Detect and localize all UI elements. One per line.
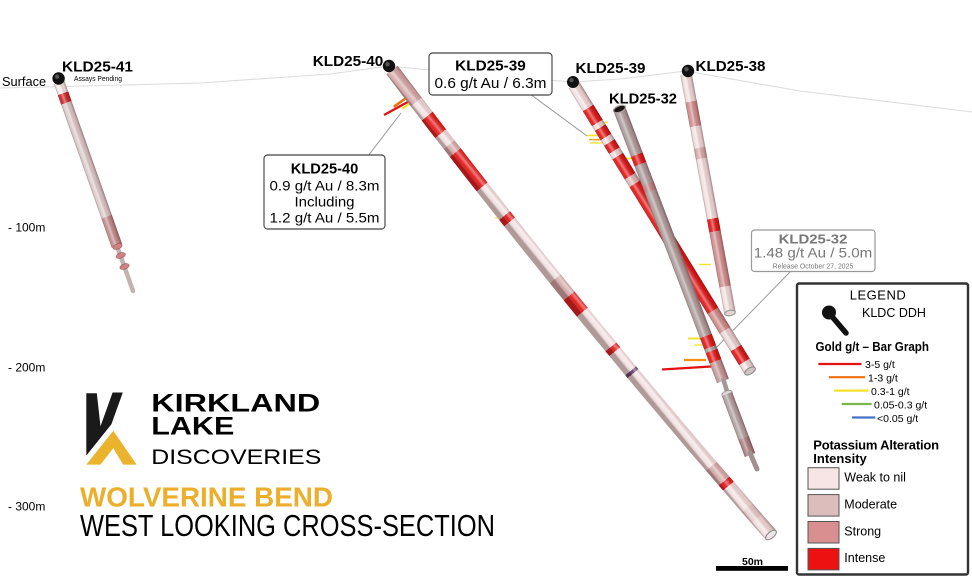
svg-text:0.6 g/t Au / 6.3m: 0.6 g/t Au / 6.3m	[435, 76, 547, 92]
svg-text:<0.05 g/t: <0.05 g/t	[877, 413, 918, 425]
svg-text:3-5 g/t: 3-5 g/t	[865, 359, 895, 371]
svg-text:1-3 g/t: 1-3 g/t	[868, 373, 898, 385]
svg-text:Gold g/t – Bar Graph: Gold g/t – Bar Graph	[816, 340, 930, 354]
svg-text:- 200m: - 200m	[8, 361, 45, 375]
svg-text:Release October 27, 2025: Release October 27, 2025	[773, 264, 854, 271]
svg-text:- 300m: - 300m	[8, 500, 45, 514]
svg-text:KLD25-40: KLD25-40	[291, 162, 359, 178]
svg-text:LEGEND: LEGEND	[850, 288, 906, 303]
svg-text:Including: Including	[295, 195, 355, 211]
svg-text:Moderate: Moderate	[844, 497, 897, 511]
svg-text:WEST LOOKING CROSS-SECTION: WEST LOOKING CROSS-SECTION	[80, 508, 495, 543]
svg-text:KLD25-39: KLD25-39	[576, 61, 646, 77]
svg-text:KLDC DDH: KLDC DDH	[862, 306, 926, 320]
svg-text:1.2 g/t Au / 5.5m: 1.2 g/t Au / 5.5m	[270, 211, 380, 227]
svg-text:50m: 50m	[742, 556, 763, 568]
svg-text:KLD25-40: KLD25-40	[313, 54, 384, 70]
svg-text:KLD25-32: KLD25-32	[609, 92, 677, 108]
svg-text:Assays Pending: Assays Pending	[74, 74, 122, 83]
svg-text:DISCOVERIES: DISCOVERIES	[151, 445, 321, 469]
svg-text:1.48 g/t Au / 5.0m: 1.48 g/t Au / 5.0m	[754, 245, 873, 261]
svg-text:KLD25-38: KLD25-38	[696, 59, 766, 75]
svg-text:Surface: Surface	[2, 74, 46, 89]
svg-text:0.3-1 g/t: 0.3-1 g/t	[871, 386, 910, 398]
svg-text:- 100m: - 100m	[8, 221, 45, 235]
svg-text:Weak to nil: Weak to nil	[844, 471, 906, 485]
svg-text:KLD25-39: KLD25-39	[455, 59, 526, 75]
svg-text:LAKE: LAKE	[151, 413, 234, 441]
svg-text:0.05-0.3 g/t: 0.05-0.3 g/t	[874, 400, 927, 412]
svg-text:Intensity: Intensity	[813, 451, 867, 466]
svg-text:Intense: Intense	[844, 551, 885, 565]
svg-text:Strong: Strong	[844, 524, 881, 538]
svg-text:0.9 g/t Au / 8.3m: 0.9 g/t Au / 8.3m	[270, 179, 380, 195]
